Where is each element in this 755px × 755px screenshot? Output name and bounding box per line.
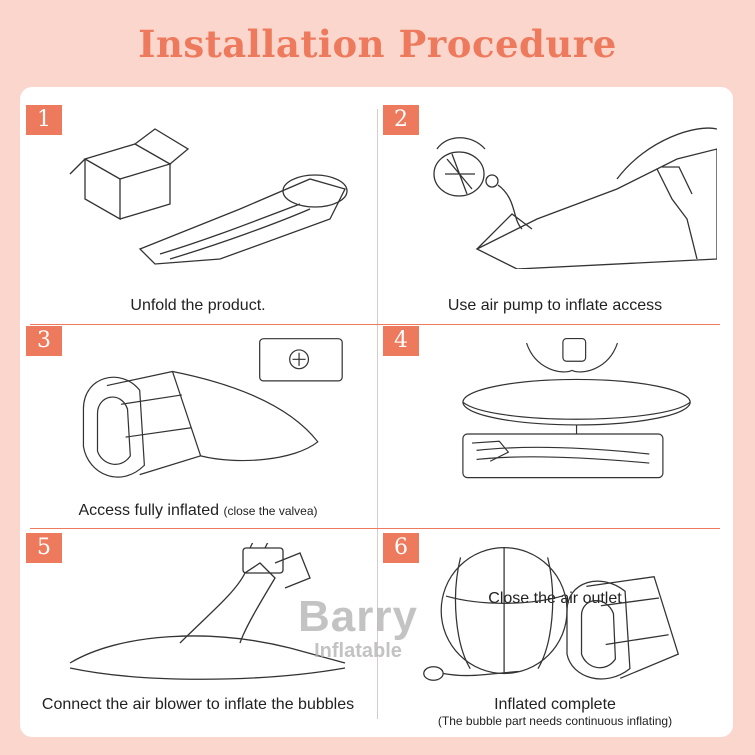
step-number: 3 <box>26 326 62 356</box>
brand-watermark: Barry Inflatable <box>298 592 418 662</box>
step-caption-note: (The bubble part needs continuous inflat… <box>437 714 673 728</box>
step-number: 2 <box>383 105 419 135</box>
step-3: 3 Access fully inflated (close the valve… <box>20 324 376 529</box>
row-divider <box>30 324 720 325</box>
step-5: 5 Connect the air blower to inflate the … <box>20 528 376 733</box>
air-pump-illustration <box>417 119 718 270</box>
page-title: Installation Procedure <box>138 22 617 66</box>
inflated-access-illustration <box>60 334 360 484</box>
close-outlet-illustration <box>422 334 722 484</box>
step-caption-note: (close the valvea) <box>223 504 318 518</box>
watermark-brand: Barry <box>298 592 418 641</box>
inflated-complete-illustration <box>417 538 717 688</box>
step-number: 4 <box>383 326 419 356</box>
instruction-card: 1 Unfold the product. 2 <box>20 87 733 737</box>
unfold-product-illustration <box>60 119 360 269</box>
step-1: 1 Unfold the product. <box>20 87 376 314</box>
step-caption: Use air pump to inflate access <box>447 297 663 314</box>
step-number: 1 <box>26 105 62 135</box>
step-number: 5 <box>26 533 62 563</box>
column-divider <box>377 109 378 719</box>
step-caption: Unfold the product. <box>130 297 266 314</box>
watermark-tagline: Inflatable <box>314 640 402 662</box>
row-divider <box>30 528 720 529</box>
step-2: 2 Use air pump to inflate access <box>377 87 733 314</box>
step-caption-main: Inflated complete <box>494 696 616 713</box>
step-4: 4 Close the air outlet <box>377 324 733 607</box>
step-caption: Access fully inflated (close the valvea) <box>20 502 376 520</box>
step-caption-main: Access fully inflated <box>78 502 219 519</box>
step-caption: Inflated complete (The bubble part needs… <box>377 696 733 728</box>
step-caption: Connect the air blower to inflate the bu… <box>41 696 355 713</box>
step-number: 6 <box>383 533 419 563</box>
step-6: 6 Inflated complete (The bubble part nee… <box>377 528 733 733</box>
